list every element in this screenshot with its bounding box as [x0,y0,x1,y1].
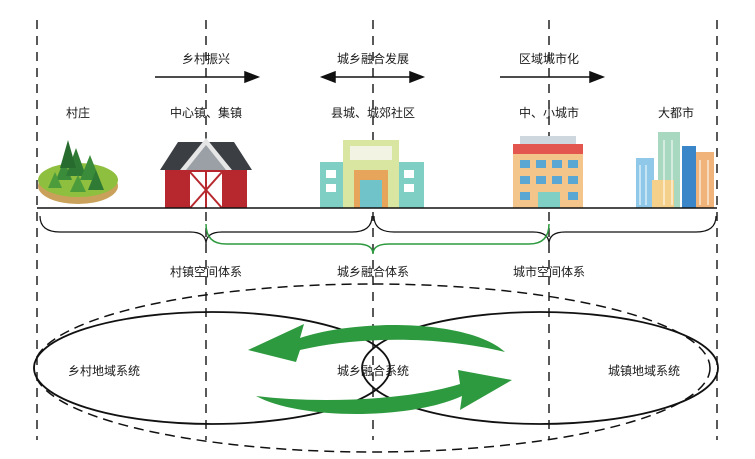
flow-label-integration: 城乡融合发展 [336,52,410,66]
barn-icon [160,138,252,209]
circular-arrows-icon [248,324,512,414]
settlement-label-central-town: 中心镇、集镇 [169,106,243,120]
settlement-label-village: 村庄 [65,106,91,120]
region-label-urban-town: 城镇地域系统 [607,364,681,378]
county-building-icon [320,140,424,208]
flow-label-urbanization: 区域城市化 [518,52,580,66]
system-label-village-town: 村镇空间体系 [169,265,243,279]
rural-ellipse [33,311,391,425]
skyscrapers-icon [636,132,714,208]
region-label-fusion: 城乡融合系统 [336,364,410,378]
green-brace [205,223,550,255]
brace-village-town [39,215,373,245]
village-icon [38,140,118,204]
settlement-label-small-city: 中、小城市 [518,106,580,120]
system-label-integration: 城乡融合体系 [336,265,410,279]
top-arrows [155,70,606,84]
flow-label-rural-revitalization: 乡村振兴 [181,52,231,66]
arrow-right-icon [409,70,426,84]
brace-urban [373,215,717,245]
arrow-right-green [256,370,512,414]
settlement-label-metropolis: 大都市 [657,106,695,120]
city-building-icon [513,136,583,208]
arrow-left-icon [319,70,336,84]
settlement-label-county-town: 县城、城郊社区 [330,106,416,120]
region-label-rural: 乡村地域系统 [67,364,141,378]
arrow-right-icon [244,70,261,84]
system-label-urban: 城市空间体系 [512,265,586,279]
arrow-left-green [248,324,505,362]
arrow-right-icon [589,70,606,84]
black-braces [39,215,717,245]
urban-ellipse [361,311,719,425]
